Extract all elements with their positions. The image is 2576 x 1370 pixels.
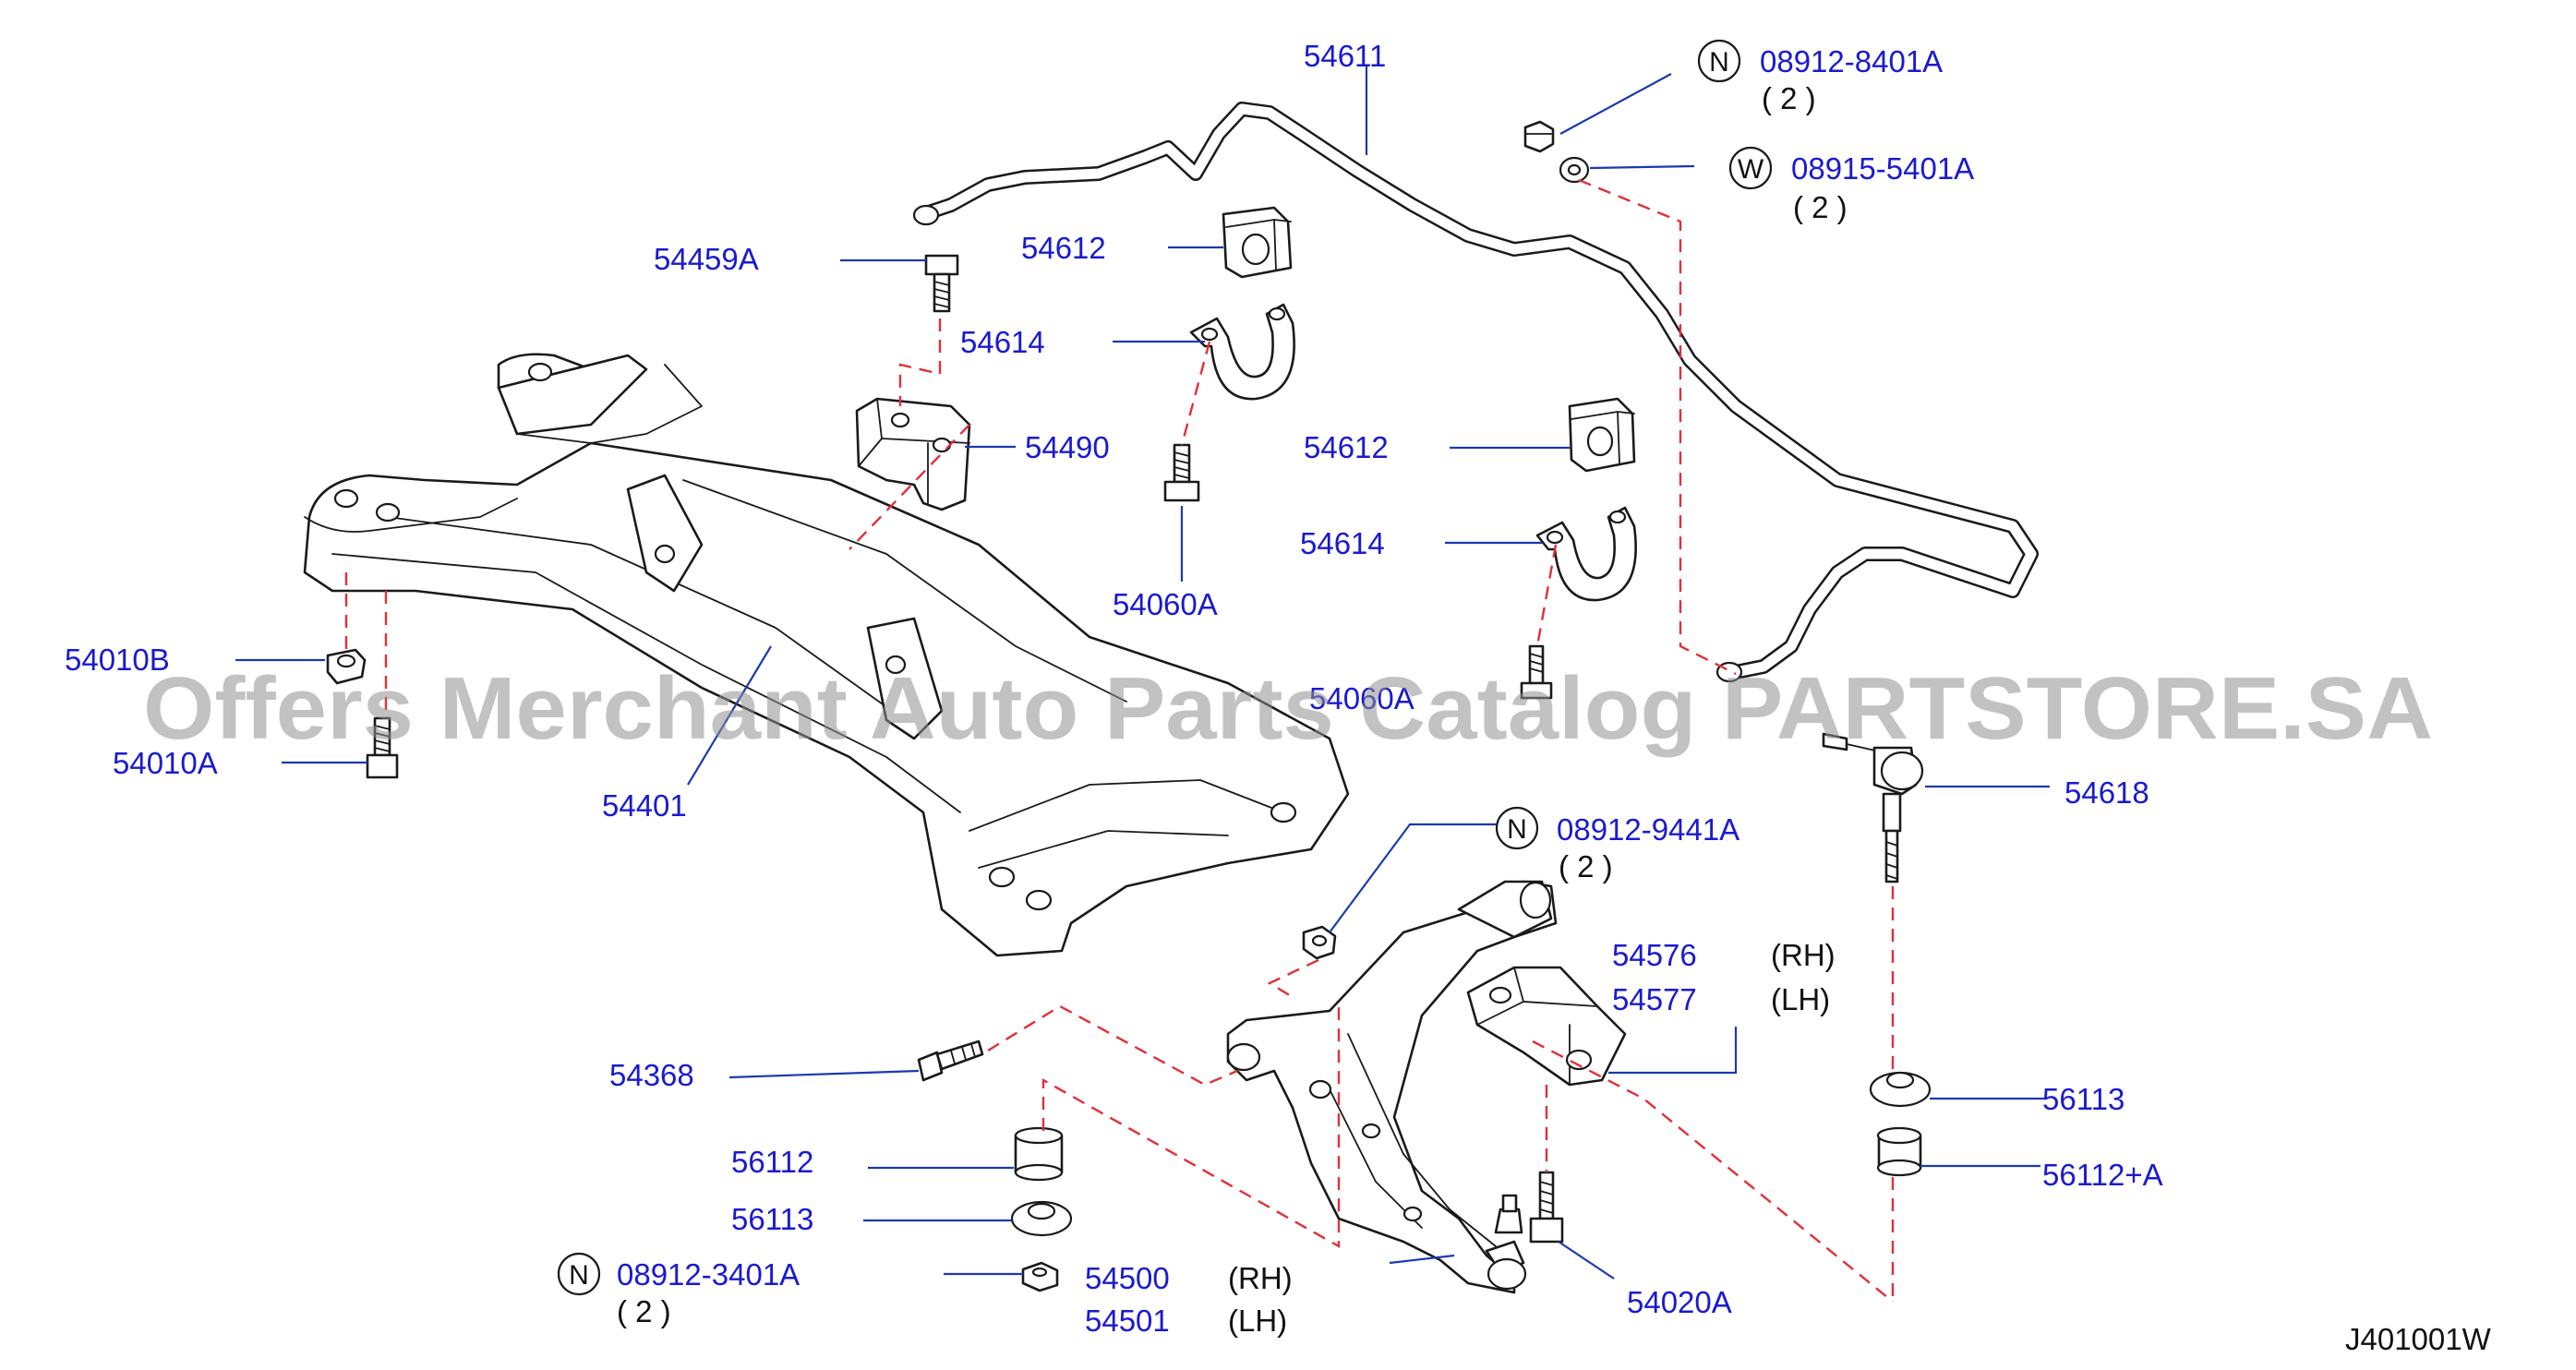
bushing-drawing-56112A — [1876, 1126, 1922, 1177]
bushing-drawing-54612-mid — [1568, 397, 1636, 473]
label-54501[interactable]: 54501 — [1085, 1304, 1170, 1338]
bushing-drawing-54612-top — [1222, 206, 1293, 279]
watermark: Offers Merchant Auto Parts Catalog PARTS… — [143, 659, 2433, 758]
label-08915-5401A[interactable]: 08915-5401A — [1791, 151, 1974, 186]
n-mark-8401A: N — [1697, 39, 1741, 83]
svg-text:N: N — [1507, 814, 1527, 845]
arm-bracket-drawing — [1466, 966, 1627, 1087]
label-54612-top[interactable]: 54612 — [1021, 231, 1106, 265]
leader-lines — [235, 66, 2050, 1280]
clamp-drawing-54614-top — [1189, 303, 1295, 401]
qty-08912-9441A: ( 2 ) — [1559, 849, 1613, 883]
side-54577: (LH) — [1771, 982, 1830, 1016]
label-54459A[interactable]: 54459A — [654, 242, 759, 276]
qty-08912-8401A: ( 2 ) — [1762, 81, 1816, 115]
side-54500: (RH) — [1228, 1261, 1293, 1295]
svg-text:N: N — [569, 1260, 589, 1291]
label-54060A-mid[interactable]: 54060A — [1309, 681, 1414, 715]
w-mark-5401A: W — [1728, 146, 1773, 190]
stabilizer-link-drawing — [1822, 732, 1924, 883]
label-56113-left[interactable]: 56113 — [731, 1202, 813, 1236]
label-54401[interactable]: 54401 — [602, 788, 687, 823]
nut-drawing-8401A — [1523, 120, 1555, 153]
svg-text:N: N — [1709, 47, 1729, 78]
label-54612-mid[interactable]: 54612 — [1304, 430, 1389, 464]
clamp-drawing-54614-mid — [1535, 506, 1637, 602]
label-54060A-top[interactable]: 54060A — [1113, 587, 1218, 621]
washer-drawing-56113-right — [1869, 1071, 1932, 1108]
label-54500[interactable]: 54500 — [1085, 1261, 1170, 1295]
n-mark-3401A: N — [557, 1252, 601, 1296]
bolt-drawing-54010A — [366, 716, 399, 779]
bolt-drawing-54060A-mid — [1520, 644, 1553, 700]
bolt-drawing-54368 — [917, 1040, 984, 1082]
nut-drawing-54010B — [326, 648, 367, 685]
nut-drawing-9441A — [1302, 925, 1337, 960]
label-56112-plus-A[interactable]: 56112+A — [2042, 1158, 2163, 1192]
label-08912-8401A[interactable]: 08912-8401A — [1760, 44, 1943, 78]
label-54576[interactable]: 54576 — [1612, 938, 1697, 972]
label-56113-right[interactable]: 56113 — [2042, 1082, 2125, 1116]
qty-08915-5401A: ( 2 ) — [1793, 190, 1848, 224]
label-54010B[interactable]: 54010B — [65, 643, 170, 677]
stabilizer-bar-drawing — [912, 102, 2039, 683]
label-54010A[interactable]: 54010A — [113, 746, 218, 780]
bolt-drawing-54020A — [1529, 1171, 1564, 1244]
bolt-drawing-54060A-top — [1163, 443, 1200, 502]
bushing-drawing-56112-left — [1014, 1126, 1064, 1182]
crossmember-drawing — [303, 353, 1350, 957]
washer-drawing-56113-left — [1010, 1200, 1073, 1237]
label-54577[interactable]: 54577 — [1612, 982, 1697, 1016]
label-56112[interactable]: 56112 — [731, 1145, 813, 1179]
label-08912-9441A[interactable]: 08912-9441A — [1557, 812, 1739, 847]
diagram-reference: J401001W — [2345, 1322, 2492, 1356]
label-08912-3401A[interactable]: 08912-3401A — [617, 1257, 800, 1292]
lower-arm-drawing — [1226, 880, 1558, 1294]
assembly-lines — [344, 178, 1895, 1303]
washer-drawing-5401A — [1559, 156, 1590, 184]
svg-text:W: W — [1738, 154, 1764, 185]
label-54611[interactable]: 54611 — [1304, 39, 1386, 73]
label-54618[interactable]: 54618 — [2064, 775, 2149, 810]
label-54368[interactable]: 54368 — [609, 1058, 694, 1092]
side-54501: (LH) — [1228, 1304, 1287, 1338]
label-54614-top[interactable]: 54614 — [960, 325, 1045, 359]
bracket-drawing-54490 — [855, 397, 971, 511]
label-54490[interactable]: 54490 — [1025, 430, 1110, 464]
label-54020A[interactable]: 54020A — [1627, 1285, 1732, 1319]
qty-08912-3401A: ( 2 ) — [617, 1294, 671, 1328]
bolt-drawing-54459A — [924, 254, 959, 313]
n-mark-9441A: N — [1495, 806, 1539, 850]
side-54576: (RH) — [1771, 938, 1836, 972]
label-54614-mid[interactable]: 54614 — [1300, 526, 1385, 560]
nut-drawing-3401A — [1021, 1261, 1059, 1292]
